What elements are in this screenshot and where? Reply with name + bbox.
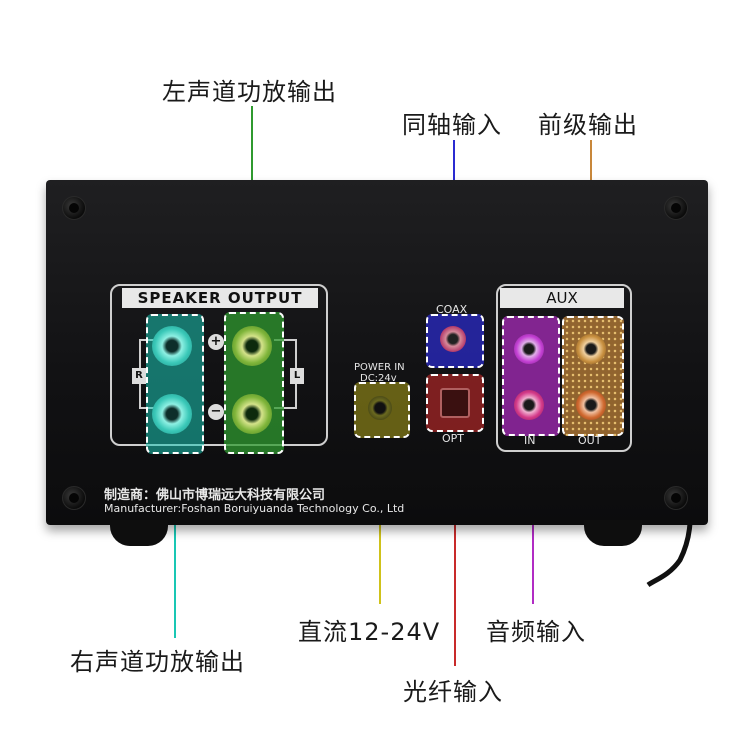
aux-out-jack-bottom[interactable] [576, 390, 606, 420]
aux-out-label: OUT [578, 434, 602, 447]
power-dc-label: DC:24v [360, 373, 397, 384]
right-channel-negative-terminal[interactable] [152, 394, 192, 434]
foot-right [584, 520, 642, 546]
right-channel-positive-terminal[interactable] [152, 326, 192, 366]
callout-optical-input: 光纤输入 [403, 678, 503, 706]
dc-power-jack[interactable] [368, 396, 392, 420]
manufacturer-chinese: 制造商：佛山市博瑞远大科技有限公司 [104, 488, 326, 503]
leader-optical [454, 438, 456, 666]
coax-input-jack[interactable] [440, 326, 466, 352]
coax-label: COAX [436, 303, 468, 316]
speaker-output-box [110, 284, 328, 446]
aux-title: AUX [500, 288, 624, 308]
screw-top-right [664, 196, 688, 220]
speaker-output-title: SPEAKER OUTPUT [122, 288, 318, 308]
right-speaker-marker: R [132, 368, 146, 384]
aux-out-jack-top[interactable] [576, 334, 606, 364]
optical-input-port[interactable] [440, 388, 470, 418]
screw-bottom-right [664, 486, 688, 510]
callout-left-amp-output: 左声道功放输出 [162, 78, 337, 106]
aux-in-highlight [502, 316, 560, 436]
manufacturer-english: Manufacturer:Foshan Boruiyuanda Technolo… [104, 502, 405, 515]
foot-left [110, 520, 168, 546]
callout-right-amp-output: 右声道功放输出 [70, 648, 245, 676]
left-channel-positive-terminal[interactable] [232, 326, 272, 366]
leader-right-amp [174, 450, 176, 638]
left-speaker-marker: L [290, 368, 304, 384]
opt-label: OPT [442, 432, 465, 445]
power-in-label: POWER IN [354, 362, 405, 373]
aux-in-label: IN [524, 434, 536, 447]
screw-bottom-left [62, 486, 86, 510]
minus-marker: − [208, 404, 224, 420]
callout-dc-power: 直流12-24V [298, 618, 441, 646]
callout-audio-input: 音频输入 [486, 618, 586, 646]
plus-marker: + [208, 334, 224, 350]
leader-audio-in [532, 450, 534, 604]
callout-pre-output: 前级输出 [538, 111, 638, 139]
aux-box [496, 284, 632, 452]
callout-coax-input: 同轴输入 [402, 111, 502, 139]
aux-in-jack-top[interactable] [514, 334, 544, 364]
aux-in-jack-bottom[interactable] [514, 390, 544, 420]
left-channel-negative-terminal[interactable] [232, 394, 272, 434]
screw-top-left [62, 196, 86, 220]
